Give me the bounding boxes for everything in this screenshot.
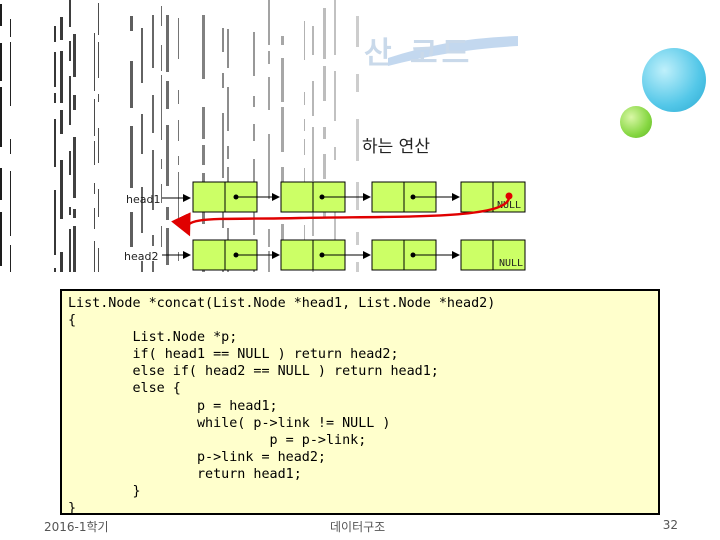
- code-line: {: [68, 313, 77, 329]
- code-line: else {: [68, 381, 181, 397]
- head2-label: head2: [124, 250, 158, 263]
- code-listing: List.Node *concat(List.Node *head1, List…: [60, 289, 660, 517]
- title-swoosh-decoration: [388, 36, 518, 66]
- code-line: if( head1 == NULL ) return head2;: [68, 347, 399, 363]
- concat-diagram: head1 NULL head2: [124, 181, 526, 271]
- list2-node-2: [280, 239, 346, 271]
- code-line: List.Node *concat(List.Node *head1, List…: [68, 296, 496, 311]
- page-number: 32: [662, 518, 678, 532]
- head1-label: head1: [126, 193, 160, 206]
- code-line: return head1;: [68, 466, 302, 482]
- null-label-list2: NULL: [499, 258, 523, 269]
- list1-node-last: [460, 181, 526, 213]
- code-line: }: [68, 501, 77, 517]
- code-line: while( p->link != NULL ): [68, 415, 391, 431]
- code-line: p = head1;: [68, 398, 278, 414]
- footer-semester: 2016-1학기: [44, 520, 109, 534]
- code-line: }: [68, 484, 141, 500]
- null-label-list1: NULL: [497, 200, 521, 211]
- code-line: else if( head2 == NULL ) return head1;: [68, 364, 439, 380]
- list2-node-1: [192, 239, 258, 271]
- list1-node-2: [280, 181, 346, 213]
- slide-subtitle: 하는 연산: [362, 137, 430, 157]
- footer-course: 데이터구조: [330, 520, 386, 534]
- slide-title: 산 코드: [364, 36, 474, 71]
- concat-new-link-arrow: [171, 195, 511, 237]
- code-line: p->link = head2;: [68, 449, 326, 465]
- code-line: List.Node *p;: [68, 330, 238, 346]
- code-line: p = p->link;: [68, 432, 367, 448]
- list2-node-last: [460, 239, 526, 271]
- green-bubble-decoration: [620, 106, 652, 138]
- blue-bubble-decoration: [642, 48, 706, 112]
